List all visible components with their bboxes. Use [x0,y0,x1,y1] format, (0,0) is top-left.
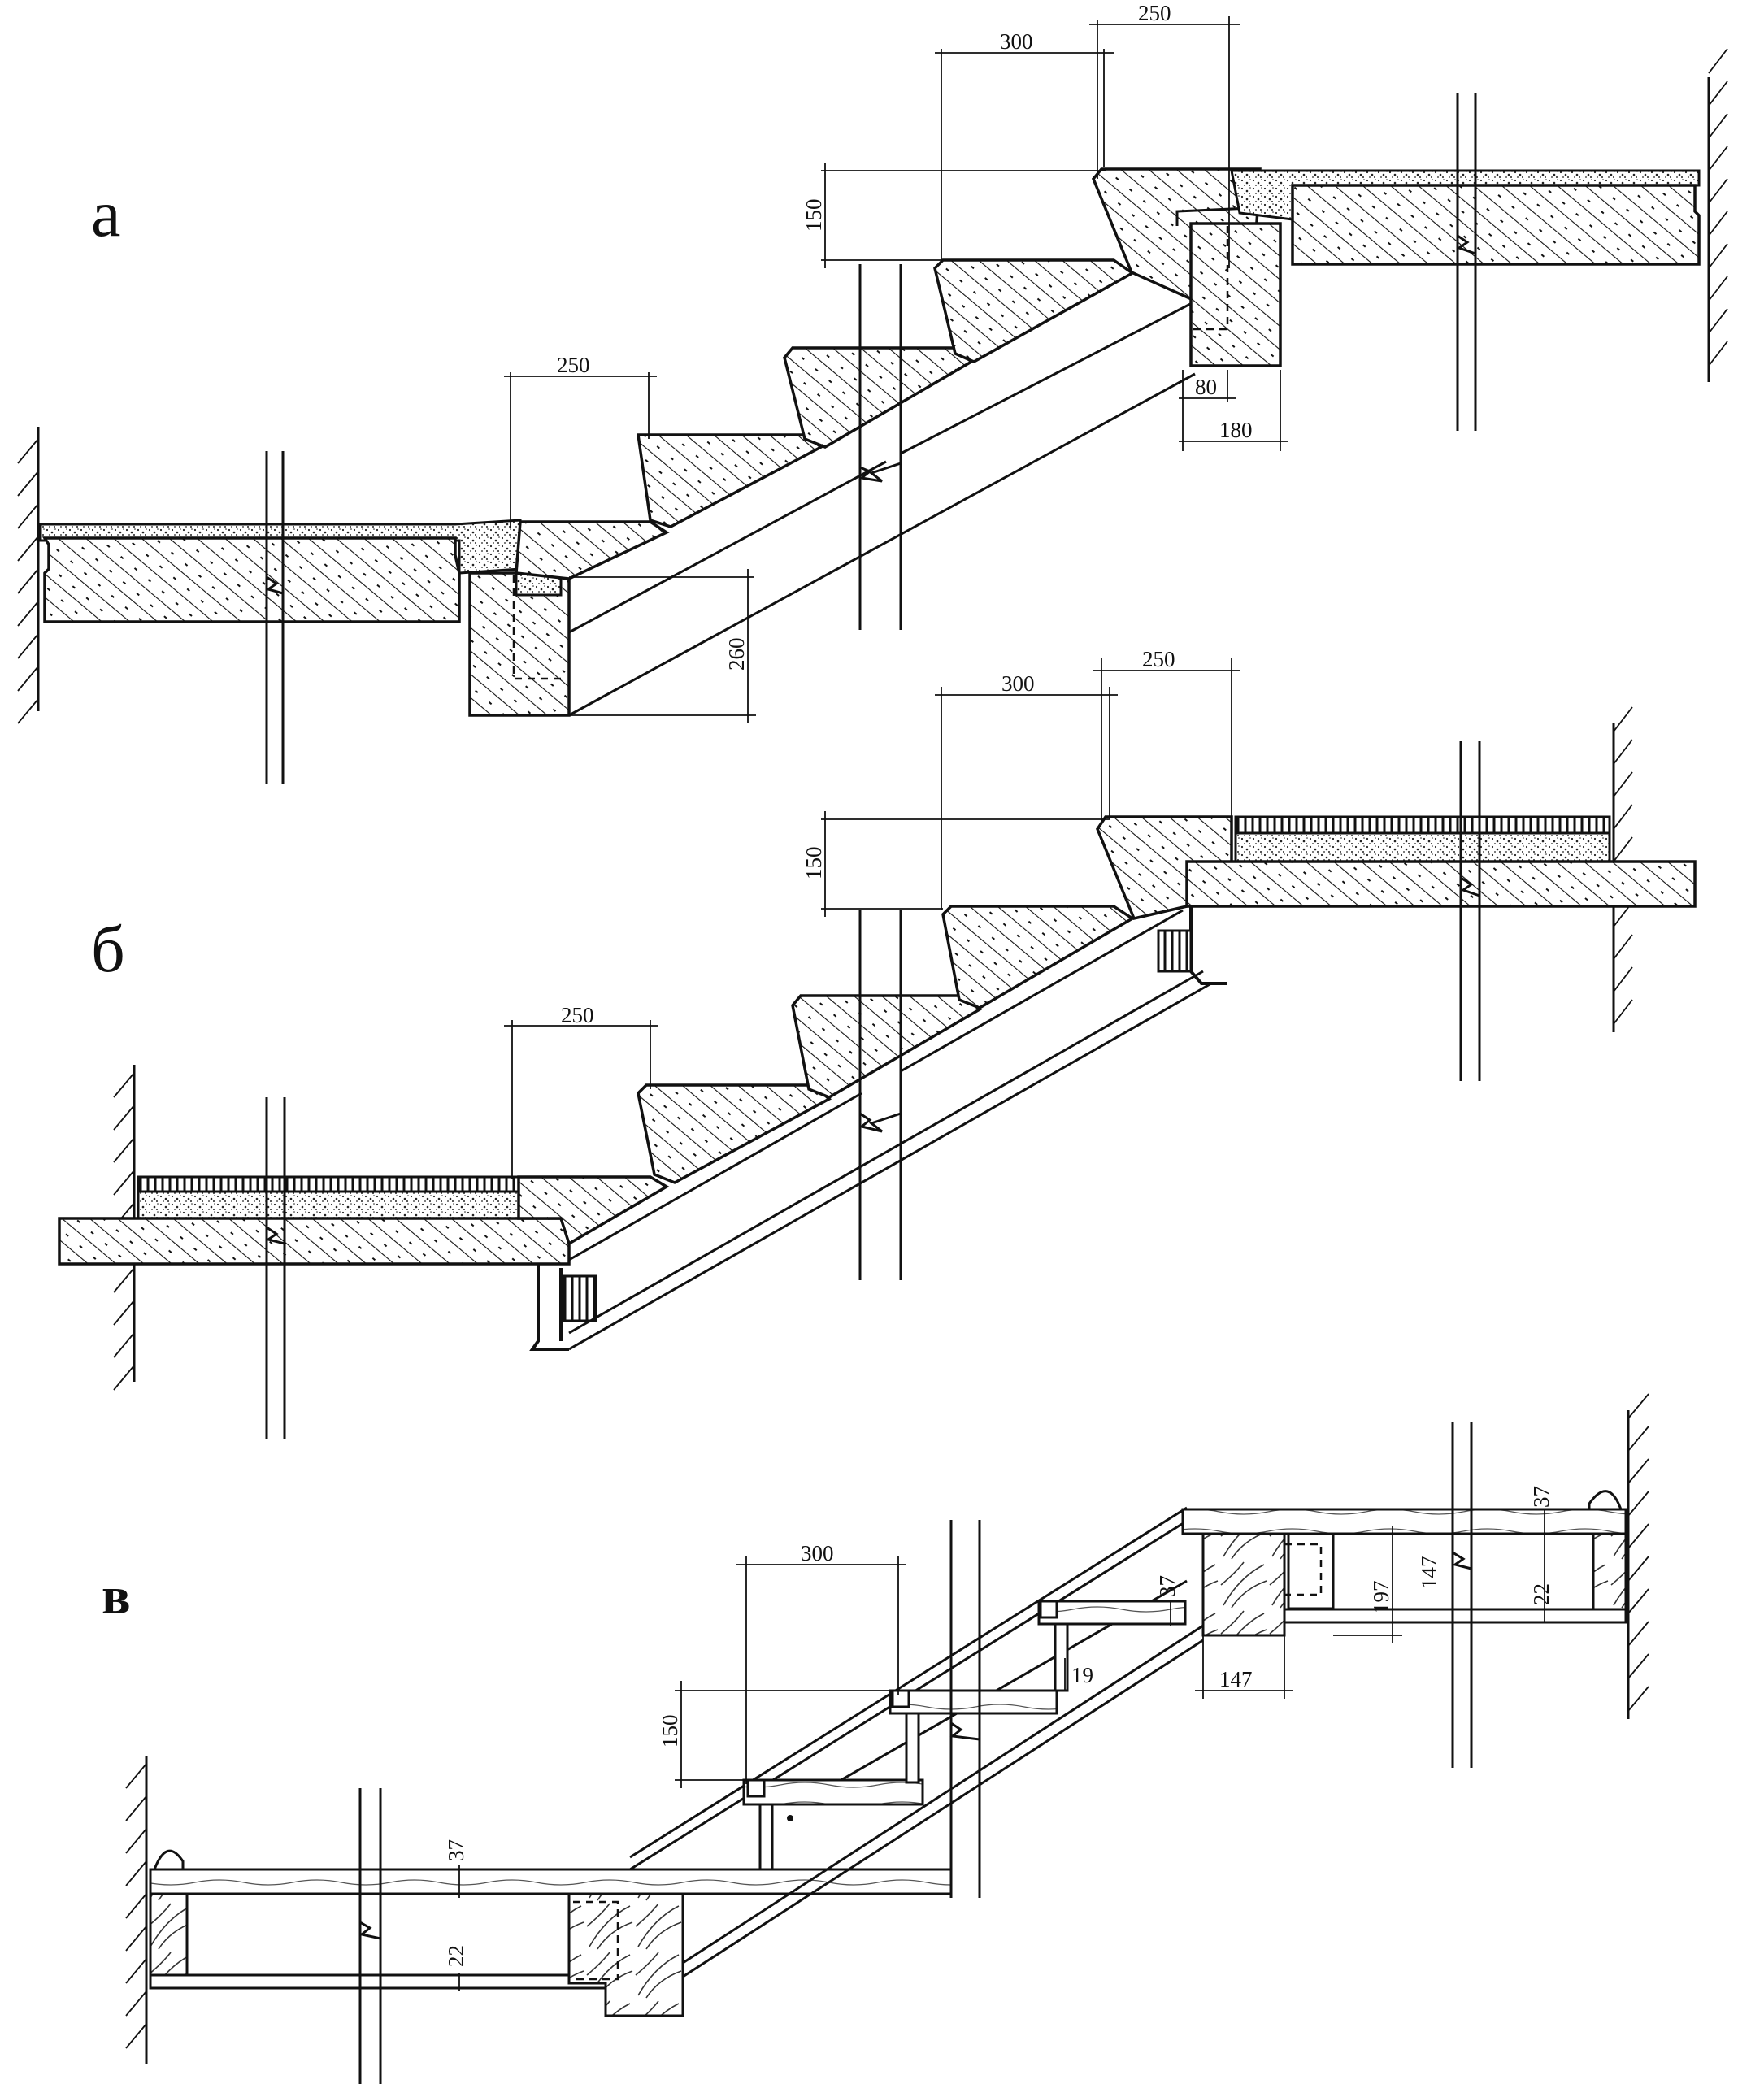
panel-b: б [58,647,1697,1439]
panel-label-c: в [102,1566,131,1626]
panel-a: а [17,1,1728,784]
dimension-label: 300 [1001,671,1035,696]
upper-landing-slab-b [1185,815,1697,908]
break-column-c-right [1451,1422,1473,1768]
dimension-label: 300 [801,1541,834,1565]
dimension-label: 147 [1417,1556,1441,1590]
dimension-label: 150 [802,199,826,232]
steps-c [742,1600,1187,1871]
dimension-label: 22 [444,1945,468,1967]
left-wall-c [125,1756,185,2064]
right-wall-a [1707,48,1728,382]
dimensions-c [458,1509,1545,1991]
dimension-label: 250 [1142,647,1175,671]
dimension-label: 180 [1219,418,1253,442]
dimension-label: 80 [1195,375,1217,399]
upper-landing-beam-a [1189,222,1282,367]
break-column-b-right [1459,741,1481,1081]
dimension-label: 22 [1529,1583,1553,1605]
break-column-b-left [265,1097,286,1439]
right-wall-c [1588,1393,1649,1719]
stringer-a [568,299,1197,717]
lower-landing-slab-a [39,519,522,623]
upper-landing-slab-a [1230,169,1701,266]
dimension-texts-c: 300 150 37 19 147 197 147 37 22 37 22 [444,1486,1553,1967]
steps-a [515,167,1262,580]
steps-b [517,815,1233,1246]
dimension-label: 250 [557,353,590,377]
dimension-texts-b: 300 250 150 250 [561,647,1175,1027]
dimension-label: 197 [1369,1581,1393,1614]
break-column-c-mid [949,1520,981,1898]
break-column-c-left [358,1788,382,2084]
dimension-label: 250 [561,1003,594,1027]
dimensions-b [504,658,1240,1179]
left-wall-a [17,427,40,724]
panel-c: в [102,1393,1649,2084]
fastener-dot [787,1815,793,1821]
dimension-label: 37 [1155,1575,1180,1597]
dimension-label: 37 [444,1839,468,1861]
dimension-label: 147 [1219,1667,1253,1691]
dimension-label: 260 [724,638,749,671]
panel-label-b: б [91,912,125,986]
dimension-label: 19 [1071,1663,1093,1687]
dimensions-a [504,16,1288,723]
break-column-a-mid [858,264,902,630]
dimension-label: 150 [658,1715,682,1748]
lower-landing-slab-b [58,1175,571,1266]
dimension-label: 37 [1529,1486,1553,1508]
upper-landing-c [1181,1508,1627,1637]
dimension-label: 150 [802,847,826,880]
break-column-a-right [1456,93,1477,431]
dimension-texts-a: 300 250 150 250 260 80 180 [557,1,1253,671]
break-column-a-left [265,451,285,784]
panel-label-a: а [91,176,120,250]
break-column-b-mid [858,910,902,1280]
channel-beam-lower-b [529,909,1212,1351]
dimension-label: 300 [1000,29,1033,54]
channel-beam-upper-b [1157,906,1227,985]
lower-floor-c [149,1868,953,2017]
dimension-label: 250 [1138,1,1171,25]
